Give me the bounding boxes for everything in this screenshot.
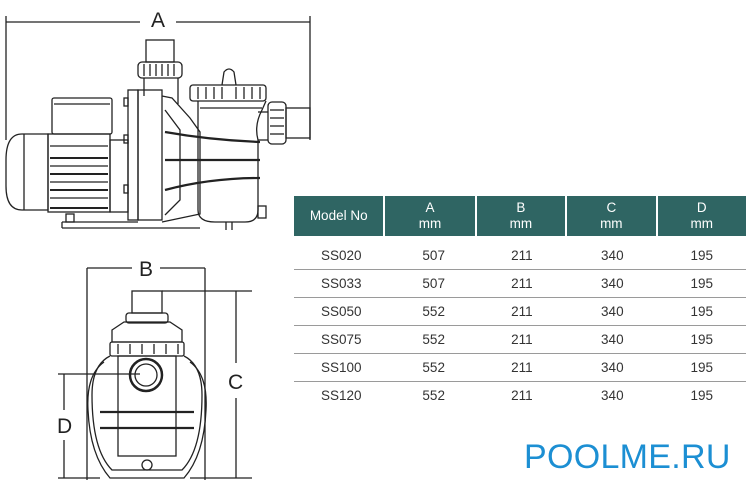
cell-a: 552 (385, 354, 477, 382)
cell-c: 340 (567, 326, 658, 354)
pump-side-view-icon (5, 16, 311, 230)
cell-a: 552 (385, 326, 477, 354)
cell-b: 211 (476, 354, 568, 382)
dimension-label-a: A (151, 9, 166, 32)
table-row: SS100 552 211 340 195 (294, 354, 746, 382)
cell-model: SS100 (294, 354, 386, 382)
cell-a: 552 (422, 388, 445, 403)
cell-a: 507 (385, 270, 477, 298)
cell-b: 211 (476, 270, 568, 298)
table-row: SS020 507 211 340 195 (294, 242, 746, 270)
cell-d: 195 (690, 388, 714, 403)
table-row: SS075 552 211 340 195 (294, 326, 746, 354)
dimension-label-c: C (228, 371, 244, 394)
cell-a: 552 (385, 298, 477, 326)
table-row: SS120 552 211 340 195 (294, 382, 746, 409)
cell-d: 195 (657, 270, 746, 298)
cell-b: 211 (476, 326, 568, 354)
cell-model: SS120 (321, 388, 362, 403)
cell-model: SS020 (294, 242, 386, 270)
cell-model: SS075 (294, 326, 386, 354)
cell-b: 211 (511, 388, 533, 403)
cell-model: SS050 (294, 298, 386, 326)
cell-model: SS033 (294, 270, 386, 298)
cell-d: 195 (657, 298, 746, 326)
table-row: SS050 552 211 340 195 (294, 298, 746, 326)
dimension-label-b: B (139, 258, 154, 281)
dimension-label-d: D (57, 415, 73, 438)
cell-d: 195 (657, 326, 746, 354)
brand-watermark: POOLME.RU (524, 438, 731, 476)
cell-d: 195 (657, 354, 746, 382)
table-row: SS033 507 211 340 195 (294, 270, 746, 298)
cell-c: 340 (567, 270, 658, 298)
cell-c: 340 (567, 298, 658, 326)
cell-b: 211 (476, 298, 568, 326)
cell-d: 195 (657, 242, 746, 270)
cell-c: 340 (567, 242, 658, 270)
cell-a: 507 (385, 242, 477, 270)
cell-c: 340 (601, 388, 624, 403)
header-model-no: Model No (294, 196, 386, 236)
cell-c: 340 (567, 354, 658, 382)
cell-b: 211 (476, 242, 568, 270)
